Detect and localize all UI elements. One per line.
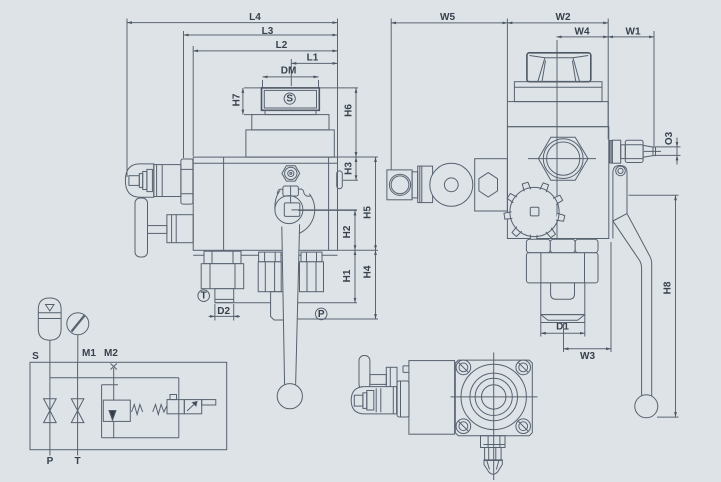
svg-text:W4: W4 [575,27,590,38]
svg-text:H5: H5 [363,206,374,219]
svg-text:H2: H2 [342,225,353,238]
svg-text:H3: H3 [344,162,355,175]
svg-text:H4: H4 [363,265,374,278]
svg-text:W2: W2 [556,12,571,23]
svg-text:L2: L2 [276,40,288,51]
svg-text:H7: H7 [231,93,242,106]
svg-text:M1: M1 [82,348,96,359]
svg-text:T: T [75,456,81,467]
svg-text:L4: L4 [249,12,261,23]
svg-text:O3: O3 [664,131,675,145]
svg-text:DM: DM [281,66,297,77]
svg-text:S: S [32,351,39,362]
svg-text:W3: W3 [580,351,595,362]
svg-text:L3: L3 [262,26,274,37]
svg-text:D2: D2 [217,306,230,317]
svg-text:P: P [318,309,325,320]
svg-text:H8: H8 [663,281,674,294]
svg-text:M2: M2 [104,348,118,359]
svg-text:T: T [201,291,207,302]
svg-text:H1: H1 [342,269,353,282]
svg-text:P: P [47,456,54,467]
svg-text:S: S [286,94,293,105]
svg-text:W1: W1 [626,27,641,38]
svg-text:W5: W5 [440,12,455,23]
svg-text:D1: D1 [556,322,569,333]
svg-text:L1: L1 [307,53,319,64]
svg-text:H6: H6 [344,104,355,117]
